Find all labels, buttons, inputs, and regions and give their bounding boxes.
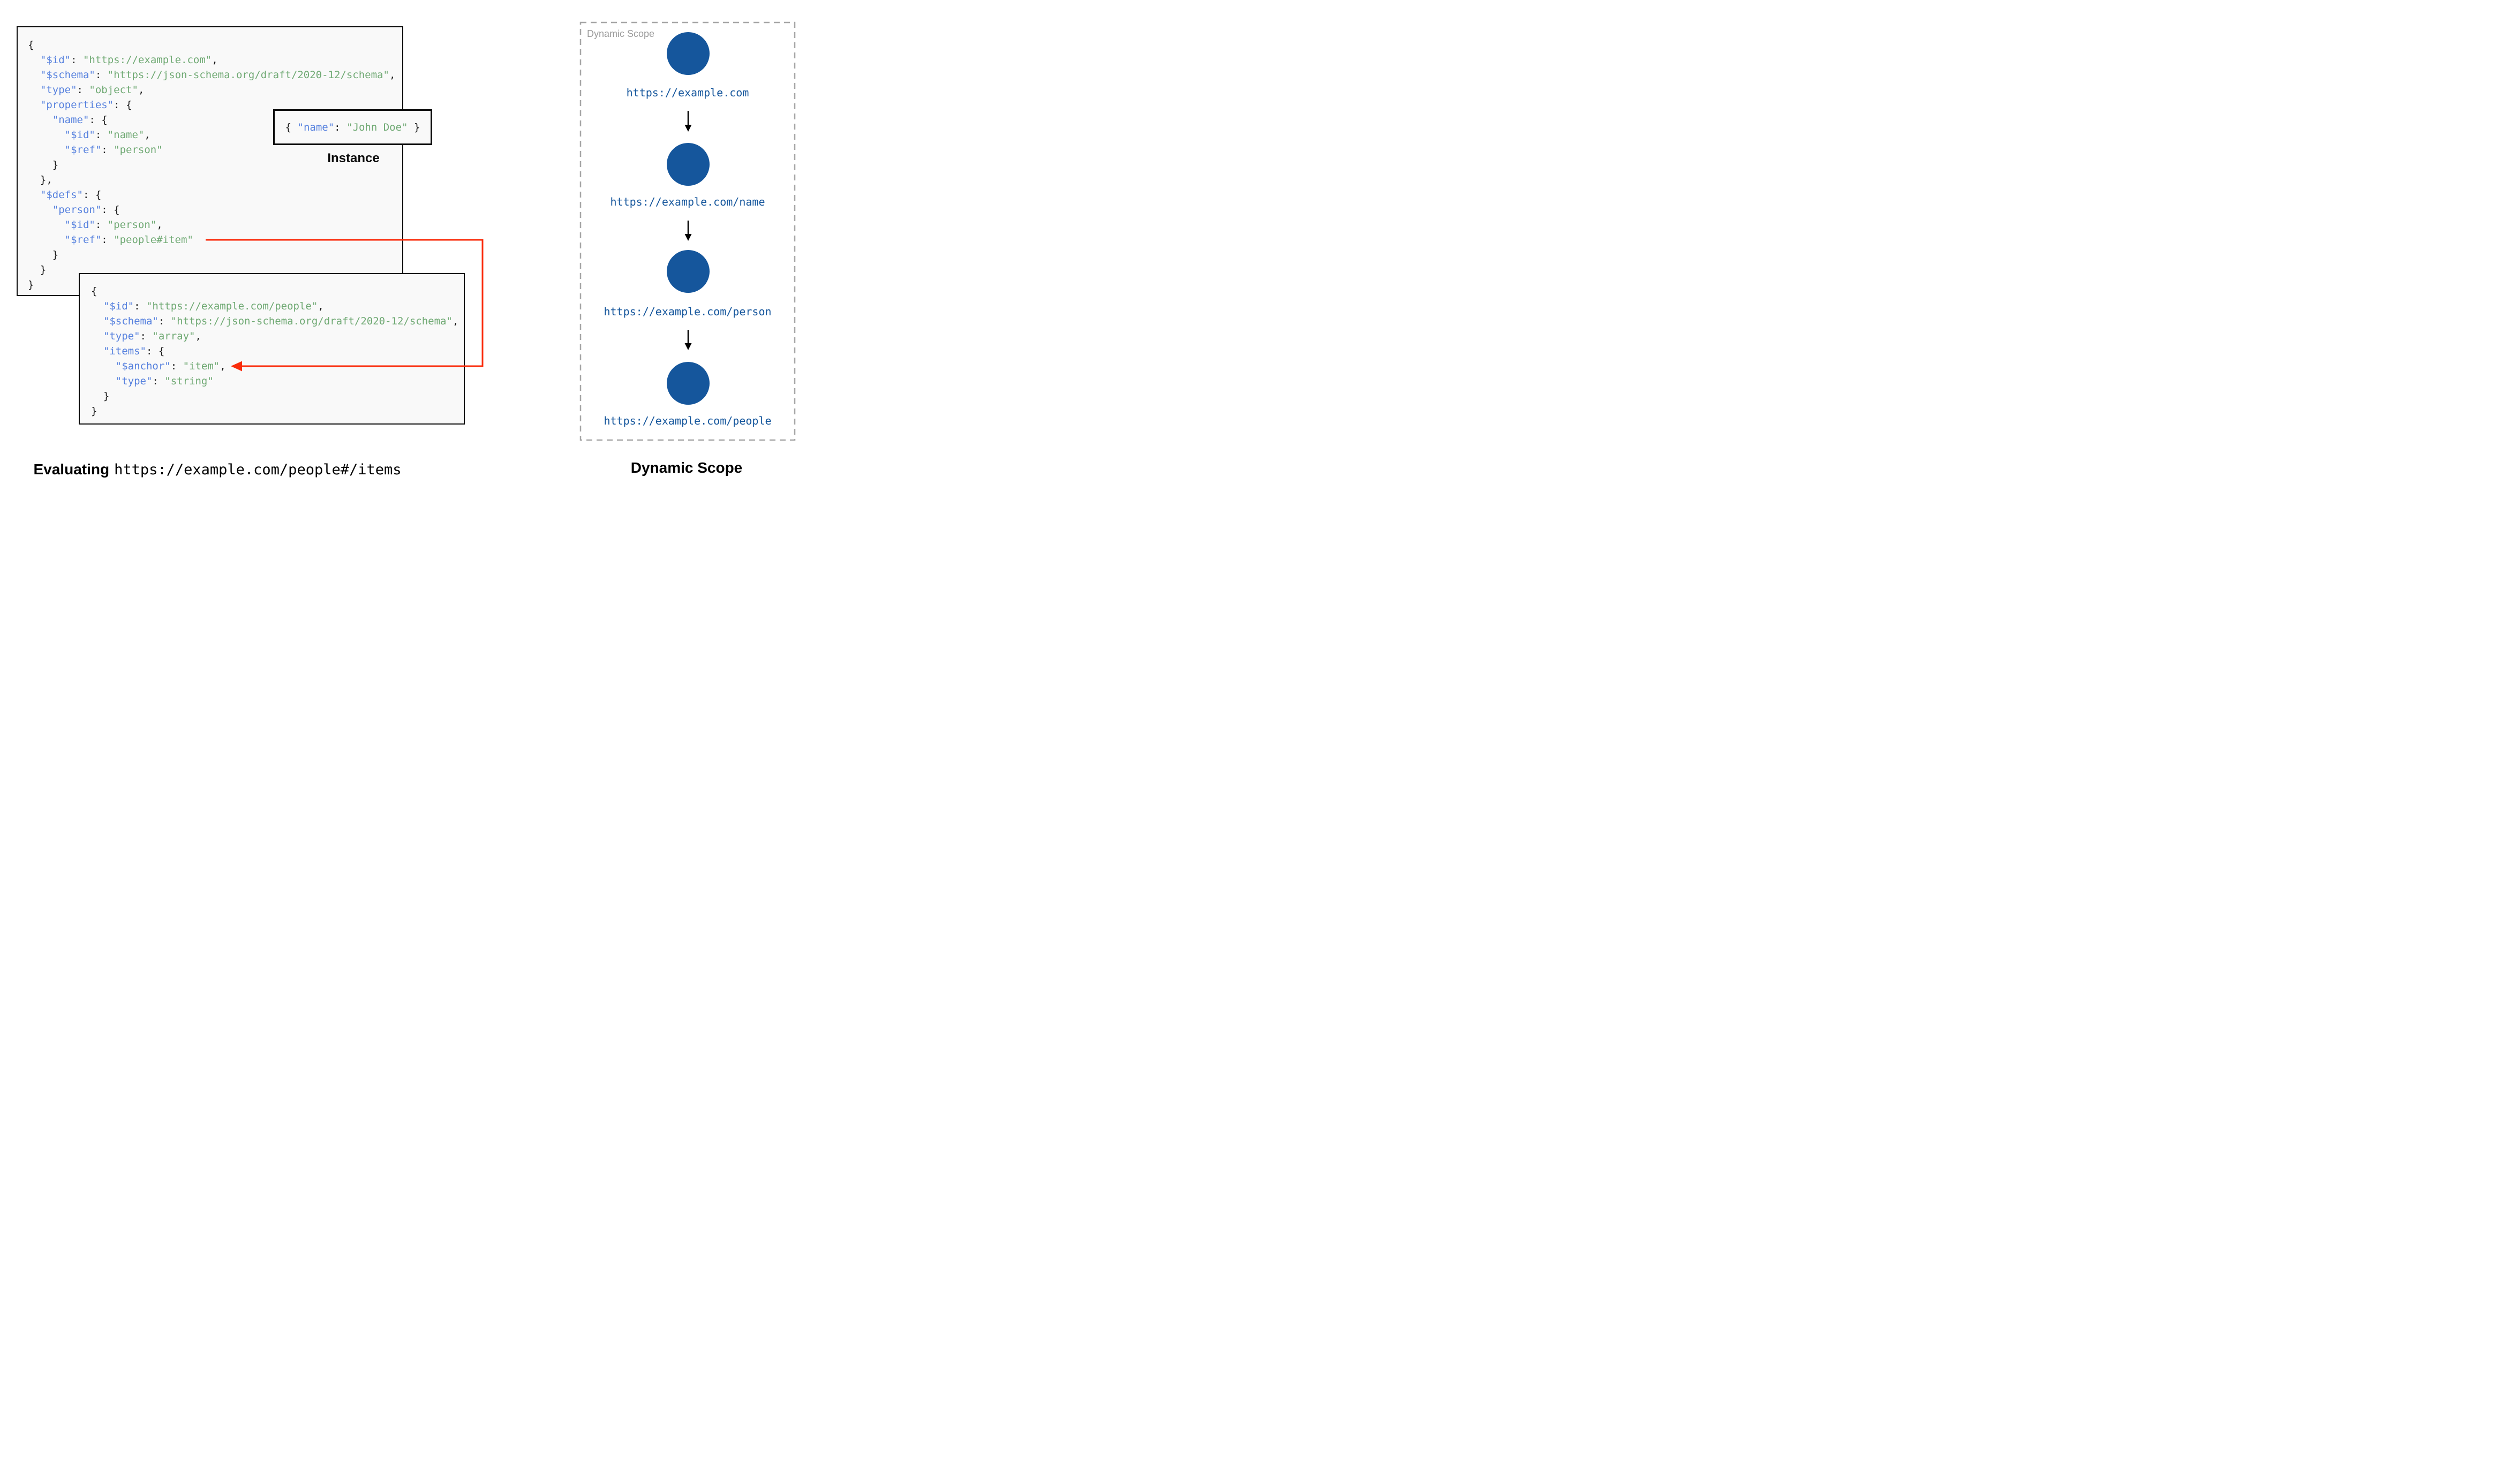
scope-node-circle (667, 143, 710, 186)
schema-main-code: { "$id": "https://example.com", "$schema… (28, 39, 396, 291)
evaluating-label: Evaluating (33, 461, 110, 478)
scope-node-url: https://example.com/person (604, 305, 772, 318)
scope-node-url: https://example.com/name (610, 195, 765, 208)
evaluating-uri: https://example.com/people#/items (114, 461, 402, 478)
scope-arrow-3-head (684, 343, 692, 350)
evaluating-caption: Evaluating https://example.com/people#/i… (33, 461, 401, 478)
schema-people-block: { "$id": "https://example.com/people", "… (79, 273, 465, 425)
scope-node-url: https://example.com/people (604, 414, 772, 427)
scope-node-url: https://example.com (626, 86, 749, 99)
schema-people-code: { "$id": "https://example.com/people", "… (91, 285, 459, 417)
scope-arrow-1-head (684, 125, 692, 132)
diagram-canvas: { "$id": "https://example.com", "$schema… (0, 0, 839, 495)
scope-node-circle (667, 362, 710, 405)
scope-arrow-2-head (684, 234, 692, 241)
instance-box: { "name": "John Doe" } (273, 109, 432, 145)
scope-node-circle (667, 32, 710, 75)
dynamic-scope-caption: Dynamic Scope (630, 459, 743, 476)
scope-node-circle (667, 250, 710, 293)
instance-caption: Instance (327, 151, 380, 165)
instance-code: { "name": "John Doe" } (285, 121, 420, 133)
dynamic-scope-watermark: Dynamic Scope (587, 28, 655, 39)
